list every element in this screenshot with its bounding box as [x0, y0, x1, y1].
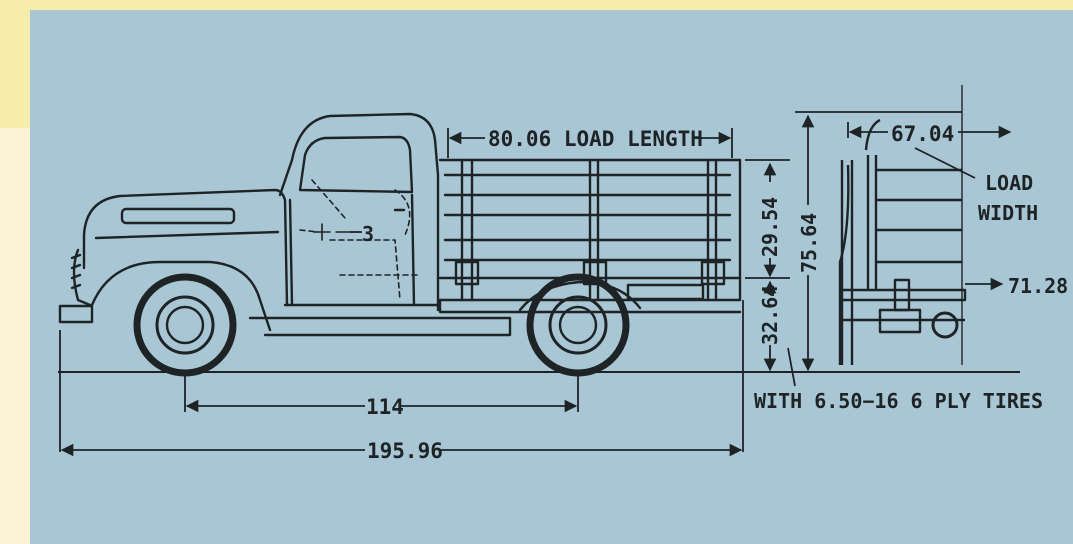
load-width-label-line2: WIDTH: [978, 201, 1038, 225]
dimension-labels: 80.06 LOAD LENGTH 67.04 LOAD WIDTH 71.28…: [362, 122, 1068, 463]
rack-height-label: 29.54: [758, 197, 782, 257]
load-width-value: 67.04: [891, 122, 954, 146]
rear-wheel: [526, 273, 630, 377]
door-clearance-label: 3: [362, 222, 374, 246]
front-wheel: [133, 273, 237, 377]
overall-height-label: 75.64: [797, 213, 821, 273]
floor-height-label: 32.64: [758, 285, 782, 345]
load-length-label: 80.06 LOAD LENGTH: [488, 127, 703, 151]
dimension-lines: [58, 111, 1020, 457]
tires-note: WITH 6.50−16 6 PLY TIRES: [754, 389, 1043, 413]
truck-side-view: [58, 112, 742, 337]
overall-length-label: 195.96: [367, 439, 443, 463]
paper-background-left: [0, 128, 30, 544]
bed-width-label: 71.28: [1008, 274, 1068, 298]
load-width-label-line1: LOAD: [985, 171, 1033, 195]
wheelbase-label: 114: [366, 395, 404, 419]
